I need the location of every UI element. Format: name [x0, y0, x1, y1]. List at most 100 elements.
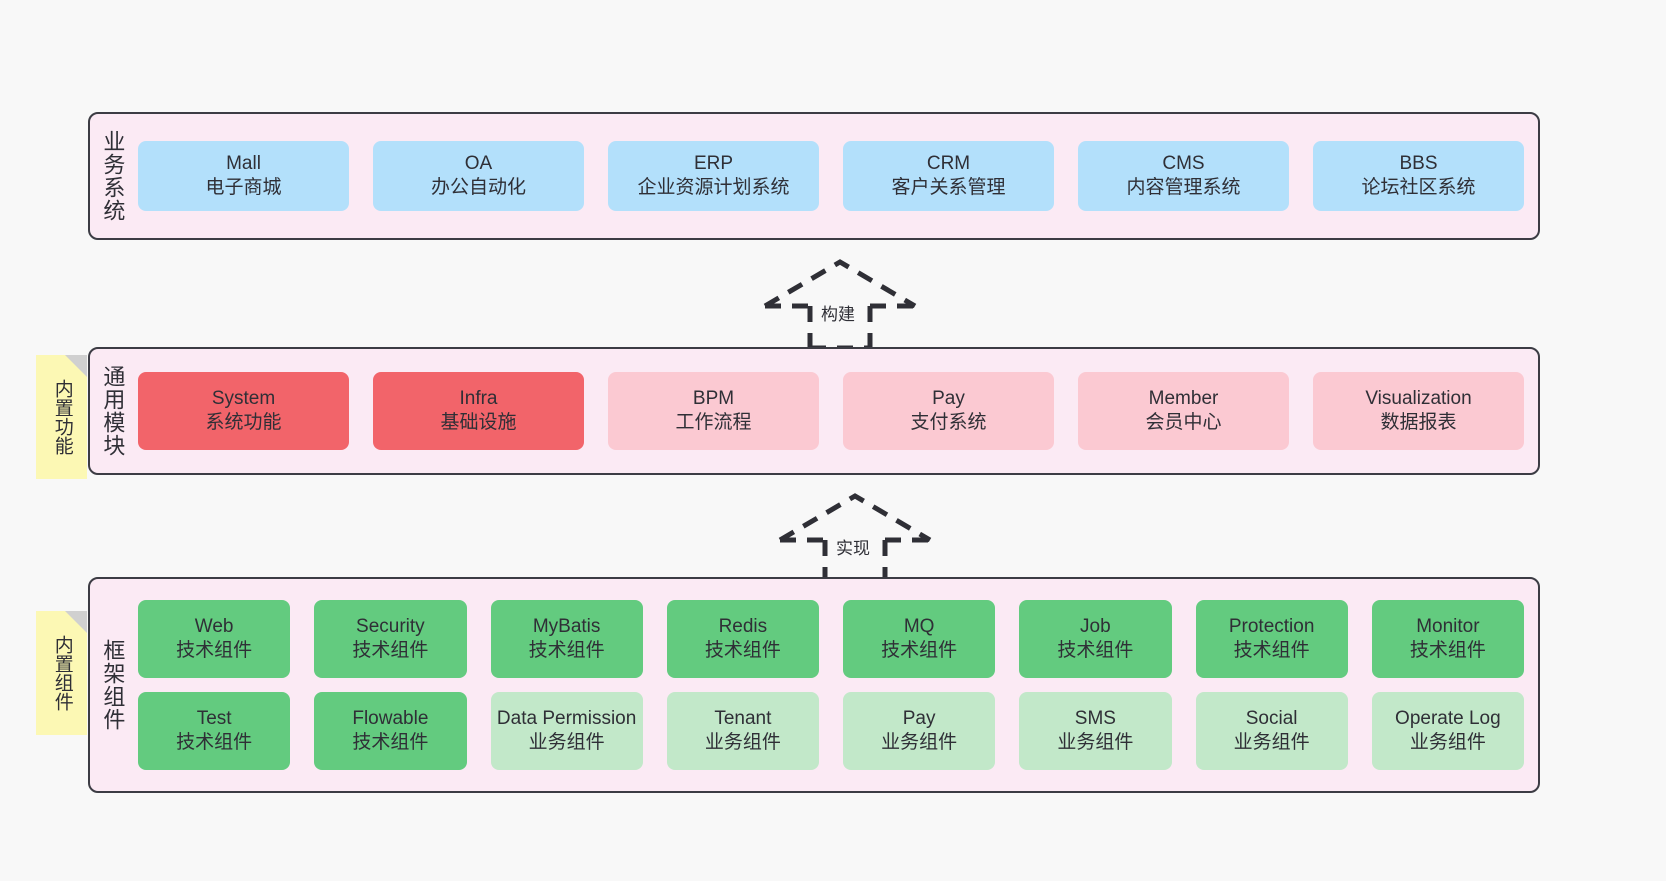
layer-body-business: Mall 电子商城 OA 办公自动化 ERP 企业资源计划系统 CRM 客户关系… — [134, 114, 1538, 238]
card-flowable[interactable]: Flowable 技术组件 — [314, 692, 467, 770]
arrow-label-implement: 实现 — [836, 539, 870, 558]
card-title: Test — [196, 707, 232, 729]
card-title: Operate Log — [1395, 707, 1501, 729]
layer-title-frame: 框架组件 — [100, 639, 126, 731]
card-title: ERP — [693, 152, 734, 174]
card-system[interactable]: System 系统功能 — [138, 372, 349, 450]
card-data-permission[interactable]: Data Permission 业务组件 — [490, 692, 643, 770]
layer-body-frame: Web 技术组件 Security 技术组件 MyBatis 技术组件 Redi… — [134, 579, 1538, 791]
layer-business-system[interactable]: 业务系统 Mall 电子商城 OA 办公自动化 ERP 企业资源计划系统 CRM… — [88, 112, 1540, 240]
card-title: Web — [194, 615, 234, 637]
card-subtitle: 业务组件 — [1233, 732, 1310, 753]
card-subtitle: 客户关系管理 — [891, 177, 1006, 198]
card-subtitle: 论坛社区系统 — [1361, 177, 1476, 198]
card-subtitle: 电子商城 — [205, 177, 282, 198]
card-title: System — [211, 387, 276, 409]
layer-body-modules: System 系统功能 Infra 基础设施 BPM 工作流程 Pay 支付系统… — [134, 349, 1538, 473]
card-web[interactable]: Web 技术组件 — [138, 600, 291, 678]
card-row: Mall 电子商城 OA 办公自动化 ERP 企业资源计划系统 CRM 客户关系… — [138, 141, 1524, 211]
card-monitor[interactable]: Monitor 技术组件 — [1371, 600, 1524, 678]
card-subtitle: 技术组件 — [704, 640, 781, 661]
card-mall[interactable]: Mall 电子商城 — [138, 141, 349, 211]
card-subtitle: 业务组件 — [704, 732, 781, 753]
card-title: Infra — [459, 387, 498, 409]
card-protection[interactable]: Protection 技术组件 — [1195, 600, 1348, 678]
card-title: Mall — [226, 152, 261, 174]
card-row: Test 技术组件 Flowable 技术组件 Data Permission … — [138, 692, 1524, 770]
card-tenant[interactable]: Tenant 业务组件 — [666, 692, 819, 770]
card-pay[interactable]: Pay 支付系统 — [843, 372, 1054, 450]
card-title: Job — [1080, 615, 1111, 637]
card-bbs[interactable]: BBS 论坛社区系统 — [1313, 141, 1524, 211]
card-subtitle: 数据报表 — [1380, 412, 1457, 433]
layer-framework-components[interactable]: 框架组件 Web 技术组件 Security 技术组件 MyBatis 技术组件… — [88, 577, 1540, 793]
card-title: Pay — [902, 707, 936, 729]
note-text: 内置功能 — [51, 379, 73, 455]
card-crm[interactable]: CRM 客户关系管理 — [843, 141, 1054, 211]
card-subtitle: 技术组件 — [176, 732, 253, 753]
arrow-head-dashed — [778, 493, 932, 543]
note-builtin-functions: 内置功能 — [36, 355, 87, 479]
card-erp[interactable]: ERP 企业资源计划系统 — [608, 141, 819, 211]
card-job[interactable]: Job 技术组件 — [1019, 600, 1172, 678]
card-row: System 系统功能 Infra 基础设施 BPM 工作流程 Pay 支付系统… — [138, 372, 1524, 450]
card-subtitle: 业务组件 — [528, 732, 605, 753]
card-subtitle: 企业资源计划系统 — [637, 177, 790, 198]
card-bpm[interactable]: BPM 工作流程 — [608, 372, 819, 450]
card-subtitle: 技术组件 — [1057, 640, 1134, 661]
card-title: Visualization — [1365, 387, 1472, 409]
card-title: Security — [356, 615, 425, 637]
card-redis[interactable]: Redis 技术组件 — [666, 600, 819, 678]
card-title: Member — [1148, 387, 1219, 409]
card-security[interactable]: Security 技术组件 — [314, 600, 467, 678]
card-title: Protection — [1228, 615, 1315, 637]
card-infra[interactable]: Infra 基础设施 — [373, 372, 584, 450]
card-oa[interactable]: OA 办公自动化 — [373, 141, 584, 211]
arrow-head-dashed — [763, 259, 917, 309]
card-subtitle: 基础设施 — [440, 412, 517, 433]
card-subtitle: 会员中心 — [1145, 412, 1222, 433]
card-mq[interactable]: MQ 技术组件 — [843, 600, 996, 678]
note-builtin-components: 内置组件 — [36, 611, 87, 735]
card-subtitle: 技术组件 — [352, 640, 429, 661]
card-title: Pay — [932, 387, 965, 409]
card-cms[interactable]: CMS 内容管理系统 — [1078, 141, 1289, 211]
card-subtitle: 支付系统 — [910, 412, 987, 433]
card-title: Monitor — [1416, 615, 1480, 637]
card-title: Data Permission — [496, 707, 637, 729]
card-operate-log[interactable]: Operate Log 业务组件 — [1371, 692, 1524, 770]
card-test[interactable]: Test 技术组件 — [138, 692, 291, 770]
arrow-implement: 实现 — [770, 492, 940, 585]
card-pay-business[interactable]: Pay 业务组件 — [843, 692, 996, 770]
card-title: SMS — [1074, 707, 1116, 729]
card-subtitle: 工作流程 — [675, 412, 752, 433]
card-mybatis[interactable]: MyBatis 技术组件 — [490, 600, 643, 678]
card-title: MyBatis — [532, 615, 601, 637]
card-title: BBS — [1399, 152, 1438, 174]
card-subtitle: 技术组件 — [1233, 640, 1310, 661]
card-member[interactable]: Member 会员中心 — [1078, 372, 1289, 450]
card-title: CMS — [1162, 152, 1205, 174]
card-title: Flowable — [352, 707, 429, 729]
card-subtitle: 业务组件 — [1057, 732, 1134, 753]
card-title: Tenant — [714, 707, 772, 729]
card-subtitle: 技术组件 — [352, 732, 429, 753]
card-title: OA — [464, 152, 493, 174]
card-sms[interactable]: SMS 业务组件 — [1019, 692, 1172, 770]
card-subtitle: 内容管理系统 — [1126, 177, 1241, 198]
arrow-label-build: 构建 — [821, 305, 855, 324]
card-subtitle: 技术组件 — [176, 640, 253, 661]
card-subtitle: 业务组件 — [1409, 732, 1486, 753]
card-social[interactable]: Social 业务组件 — [1195, 692, 1348, 770]
card-title: Redis — [718, 615, 768, 637]
card-row: Web 技术组件 Security 技术组件 MyBatis 技术组件 Redi… — [138, 600, 1524, 678]
card-subtitle: 技术组件 — [1409, 640, 1486, 661]
card-visualization[interactable]: Visualization 数据报表 — [1313, 372, 1524, 450]
layer-title-business: 业务系统 — [100, 130, 126, 222]
card-subtitle: 业务组件 — [881, 732, 958, 753]
card-title: Social — [1245, 707, 1298, 729]
card-subtitle: 系统功能 — [205, 412, 282, 433]
card-title: MQ — [903, 615, 935, 637]
layer-common-modules[interactable]: 通用模块 System 系统功能 Infra 基础设施 BPM 工作流程 Pay… — [88, 347, 1540, 475]
